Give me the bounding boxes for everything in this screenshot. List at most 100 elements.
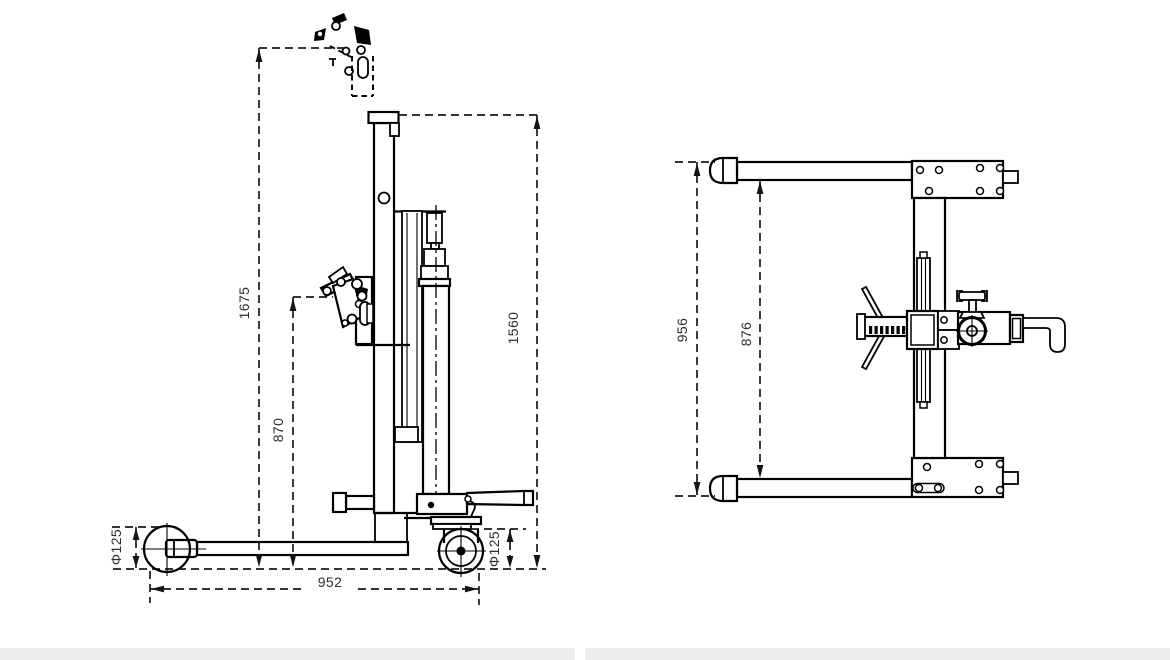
dim-front-caster-diameter: Φ125 bbox=[471, 528, 526, 568]
drum-clamp bbox=[319, 265, 410, 347]
lower-mounting-plate bbox=[910, 456, 1019, 499]
bolt-hole bbox=[974, 459, 984, 469]
mast-hole bbox=[377, 191, 391, 205]
rear-wheel bbox=[141, 523, 206, 576]
front-caster bbox=[429, 515, 486, 577]
side-view: 1675 870 1560 Φ125 Φ125 bbox=[108, 13, 546, 605]
grip-teeth bbox=[869, 326, 906, 334]
bolt-hole bbox=[995, 459, 1005, 469]
guide-channel bbox=[394, 210, 446, 443]
dim-base-length: 952 bbox=[149, 571, 480, 605]
dim-phi125-left-arrow-top bbox=[132, 528, 140, 540]
dim-952-lines bbox=[149, 571, 480, 605]
phantom-pivot-block bbox=[354, 26, 371, 45]
clamp-assembly-plan bbox=[856, 251, 960, 409]
dim-front-caster-diameter-label: Φ125 bbox=[486, 531, 502, 567]
dim-overall-depth-label: 956 bbox=[674, 318, 690, 343]
dim-1560-lines bbox=[399, 114, 538, 568]
mast-cap-step bbox=[389, 122, 400, 137]
axle-stub-cap bbox=[331, 491, 348, 514]
clamp-roller bbox=[346, 313, 358, 325]
clamp-center-inner bbox=[910, 314, 935, 346]
dim-rear-wheel-diameter: Φ125 bbox=[108, 526, 164, 568]
phantom-pivot-1 bbox=[331, 21, 341, 31]
hand-lever bbox=[1022, 317, 1066, 353]
bolt-hole bbox=[974, 485, 984, 495]
bolt-hole bbox=[975, 163, 985, 173]
bolt-hole bbox=[995, 485, 1005, 495]
clamp-roller-2 bbox=[341, 319, 349, 327]
dim-1560-arrow-top bbox=[533, 116, 541, 129]
clamp-pivot-1 bbox=[322, 286, 332, 296]
dim-876-arrow-top bbox=[756, 181, 764, 194]
phantom-outline bbox=[329, 45, 374, 97]
dim-inner-leg-depth: 876 bbox=[738, 181, 764, 478]
phantom-pivot-2 bbox=[356, 45, 366, 55]
lower-leg-bar bbox=[735, 477, 914, 499]
piston-rod bbox=[426, 212, 443, 244]
dim-grip-height: 870 bbox=[270, 296, 333, 567]
flange-bolt bbox=[940, 336, 948, 344]
bolt-hole bbox=[924, 186, 934, 196]
dim-952-arrow-right bbox=[465, 585, 478, 593]
valve-center bbox=[966, 325, 978, 337]
phantom-hook-hole bbox=[317, 31, 323, 37]
upper-leg-bar bbox=[735, 160, 914, 182]
footer-bar-right bbox=[585, 648, 1170, 660]
bolt-hole bbox=[995, 163, 1005, 173]
dim-956-lines bbox=[675, 161, 715, 497]
clamp-pivot-2 bbox=[336, 277, 346, 287]
upper-mounting-plate bbox=[910, 159, 1019, 200]
phantom-tick bbox=[329, 58, 336, 66]
lower-guide-rod bbox=[916, 347, 931, 403]
dim-870-arrow-bottom bbox=[289, 554, 297, 567]
clamp-slide-bar bbox=[366, 303, 374, 324]
valve-handwheel bbox=[958, 291, 986, 301]
pump-block bbox=[415, 492, 469, 516]
dim-phi125-right-arrow-bottom bbox=[506, 556, 514, 568]
valve-stem bbox=[968, 299, 977, 314]
rod-guide bbox=[423, 248, 446, 267]
top-view: 956 876 bbox=[674, 156, 1066, 503]
caster-swivel bbox=[432, 523, 472, 530]
dim-1675-arrow-top bbox=[255, 49, 263, 62]
phantom-pivot-3 bbox=[341, 46, 351, 56]
grip-bar bbox=[858, 315, 910, 338]
caster-mount-plate bbox=[429, 515, 483, 526]
foot-pump bbox=[415, 489, 535, 519]
pump-pivot bbox=[427, 501, 435, 509]
dim-mast-height-label: 1560 bbox=[505, 312, 521, 345]
base-joint-lines bbox=[374, 513, 408, 542]
axle-stub bbox=[344, 494, 376, 511]
lower-stub bbox=[1002, 471, 1019, 485]
mast bbox=[367, 110, 400, 515]
dim-base-length-label: 952 bbox=[318, 574, 343, 590]
dim-1560-arrow-bottom bbox=[533, 555, 541, 568]
dim-phi125-left-arrow-bottom bbox=[132, 556, 140, 568]
dim-phi125-right-arrow-top bbox=[506, 530, 514, 542]
dim-overall-height-label: 1675 bbox=[236, 287, 252, 320]
bolt-hole bbox=[914, 483, 924, 493]
clamp-pivot-3 bbox=[351, 278, 363, 290]
grip-bar-cap bbox=[856, 313, 866, 340]
dim-overall-height: 1675 bbox=[236, 47, 350, 567]
mast-top-cap bbox=[367, 110, 400, 125]
dim-mast-height: 1560 bbox=[399, 114, 541, 568]
dim-876-arrow-bottom bbox=[756, 465, 764, 478]
bolt-hole bbox=[933, 483, 943, 493]
footer-bar-left bbox=[0, 648, 575, 660]
phantom-roller bbox=[344, 66, 354, 76]
flange-bolt bbox=[940, 316, 948, 324]
clamp-pivot-4 bbox=[356, 290, 368, 302]
dim-956-arrow-bottom bbox=[693, 482, 701, 495]
bolt-hole bbox=[922, 462, 932, 472]
upper-leg bbox=[708, 156, 914, 185]
dim-956-arrow-top bbox=[693, 163, 701, 176]
release-latch-pivot bbox=[464, 495, 472, 503]
dim-inner-leg-depth-label: 876 bbox=[738, 322, 754, 347]
bolt-hole bbox=[975, 186, 985, 196]
upper-stub bbox=[1002, 170, 1019, 184]
dim-overall-depth: 956 bbox=[674, 161, 715, 497]
